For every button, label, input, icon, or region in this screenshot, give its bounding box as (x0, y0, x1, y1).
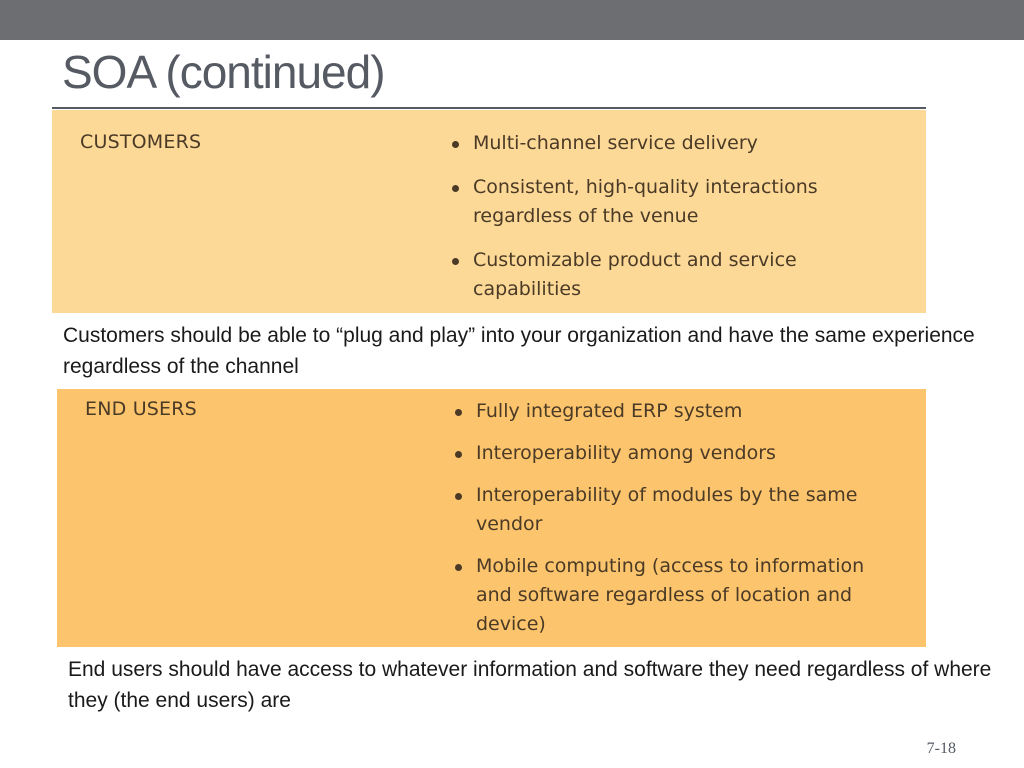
top-bar (0, 0, 1024, 40)
bullet-text: Fully integrated ERP system (476, 400, 743, 422)
bullet-icon (455, 451, 462, 458)
customers-caption: Customers should be able to “plug and pl… (63, 324, 975, 378)
bullet-item: Customizable product and service capabil… (450, 246, 890, 304)
bullet-item: Mobile computing (access to information … (453, 552, 893, 639)
bullet-icon (452, 185, 459, 192)
customers-panel: CUSTOMERS Multi-channel service delivery… (52, 110, 926, 313)
bullet-text: Interoperability among vendors (476, 442, 776, 464)
bullet-icon (455, 409, 462, 416)
bullet-text: Mobile computing (access to information … (476, 555, 865, 635)
bullet-item: Interoperability among vendors (453, 439, 893, 468)
bullet-icon (452, 258, 459, 265)
customers-bullet-list: Multi-channel service delivery Consisten… (450, 129, 890, 319)
slide-number: 7-18 (926, 740, 956, 757)
end-users-panel: END USERS Fully integrated ERP system In… (57, 389, 926, 647)
bullet-icon (455, 493, 462, 500)
bullet-text: Interoperability of modules by the same … (476, 484, 858, 535)
bullet-icon (455, 564, 462, 571)
bullet-item: Interoperability of modules by the same … (453, 481, 893, 539)
end-users-caption: End users should have access to whatever… (68, 658, 992, 712)
slide-title: SOA (continued) (62, 46, 386, 98)
end-users-bullet-list: Fully integrated ERP system Interoperabi… (453, 397, 893, 652)
bullet-icon (452, 141, 459, 148)
end-users-heading: END USERS (85, 398, 197, 420)
bullet-text: Consistent, high-quality interactions re… (473, 176, 818, 227)
bullet-text: Multi-channel service delivery (473, 132, 758, 154)
customers-heading: CUSTOMERS (80, 131, 202, 153)
bullet-text: Customizable product and service capabil… (473, 249, 797, 300)
bullet-item: Consistent, high-quality interactions re… (450, 173, 890, 231)
bullet-item: Multi-channel service delivery (450, 129, 890, 158)
bullet-item: Fully integrated ERP system (453, 397, 893, 426)
title-divider (52, 107, 926, 109)
